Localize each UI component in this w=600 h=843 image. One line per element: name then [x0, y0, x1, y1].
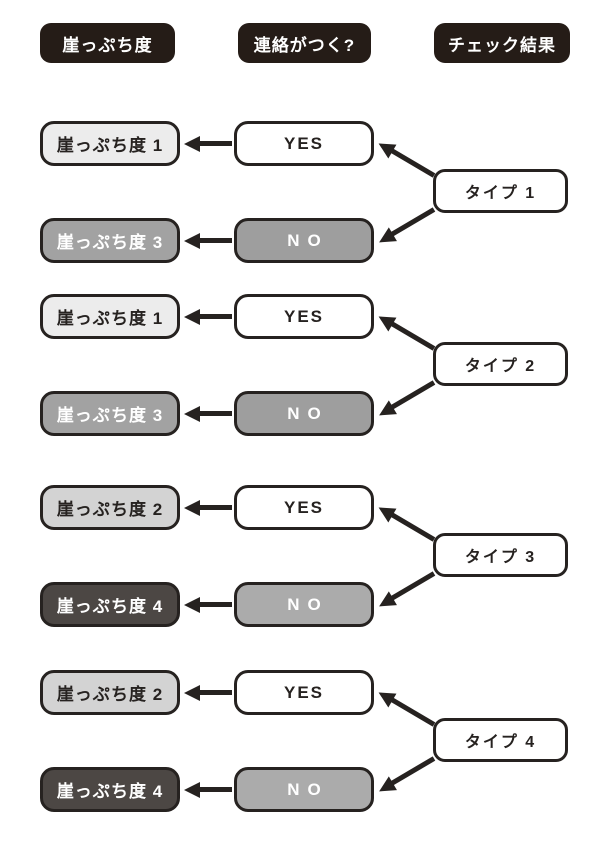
column-header-contact-reachable: 連絡がつく? — [238, 23, 371, 63]
arrow-no-to-cliff-level-icon — [199, 238, 232, 243]
arrow-no-to-cliff-level-icon — [199, 787, 232, 792]
column-header-cliff-level: 崖っぷち度 — [40, 23, 175, 63]
arrow-type-to-no-icon — [390, 756, 436, 786]
no-box: NO — [234, 391, 374, 436]
cliff-level-box: 崖っぷち度 4 — [40, 767, 180, 812]
arrow-type-to-no-icon — [390, 207, 436, 237]
no-box: NO — [234, 218, 374, 263]
arrow-yes-to-cliff-level-icon — [199, 690, 232, 695]
arrow-yes-to-cliff-level-icon — [199, 505, 232, 510]
arrow-no-to-cliff-level-icon — [199, 602, 232, 607]
cliff-level-box: 崖っぷち度 2 — [40, 670, 180, 715]
yes-box: YES — [234, 670, 374, 715]
type-4-branch-group: 崖っぷち度 2 YES 崖っぷち度 4 NO タイプ 4 — [0, 670, 600, 812]
arrow-type-to-no-icon — [390, 571, 436, 601]
arrow-type-to-yes-icon — [390, 512, 436, 542]
arrow-yes-to-cliff-level-icon — [199, 141, 232, 146]
arrow-type-to-no-icon — [390, 380, 436, 410]
arrow-yes-to-cliff-level-icon — [199, 314, 232, 319]
cliff-level-box: 崖っぷち度 3 — [40, 391, 180, 436]
cliff-level-box: 崖っぷち度 1 — [40, 294, 180, 339]
yes-box: YES — [234, 121, 374, 166]
yes-box: YES — [234, 294, 374, 339]
cliff-level-box: 崖っぷち度 3 — [40, 218, 180, 263]
arrow-type-to-yes-icon — [390, 148, 436, 178]
cliff-level-box: 崖っぷち度 4 — [40, 582, 180, 627]
no-box: NO — [234, 582, 374, 627]
type-2-branch-group: 崖っぷち度 1 YES 崖っぷち度 3 NO タイプ 2 — [0, 294, 600, 436]
type-box: タイプ 2 — [433, 342, 568, 386]
arrow-type-to-yes-icon — [390, 697, 436, 727]
arrow-no-to-cliff-level-icon — [199, 411, 232, 416]
arrow-type-to-yes-icon — [390, 321, 436, 351]
type-3-branch-group: 崖っぷち度 2 YES 崖っぷち度 4 NO タイプ 3 — [0, 485, 600, 627]
column-header-check-result: チェック結果 — [434, 23, 570, 63]
no-box: NO — [234, 767, 374, 812]
yes-box: YES — [234, 485, 374, 530]
type-box: タイプ 4 — [433, 718, 568, 762]
type-box: タイプ 3 — [433, 533, 568, 577]
type-1-branch-group: 崖っぷち度 1 YES 崖っぷち度 3 NO タイプ 1 — [0, 121, 600, 263]
type-box: タイプ 1 — [433, 169, 568, 213]
cliff-level-box: 崖っぷち度 1 — [40, 121, 180, 166]
cliff-level-box: 崖っぷち度 2 — [40, 485, 180, 530]
